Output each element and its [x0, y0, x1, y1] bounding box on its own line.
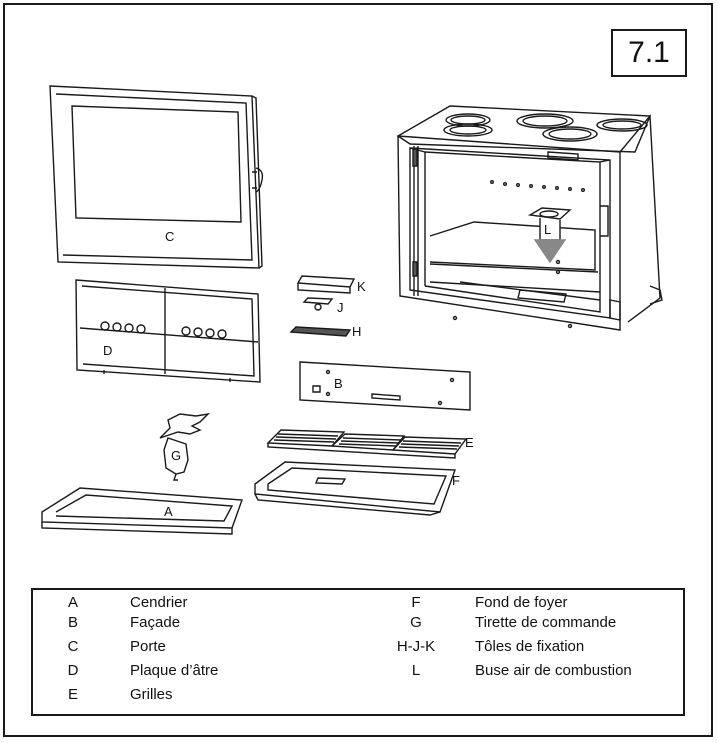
part-air-nozzle	[527, 207, 572, 264]
label-k: K	[357, 279, 366, 294]
part-front-panel	[299, 361, 471, 411]
part-hearth-back	[254, 461, 456, 516]
legend-key: D	[67, 662, 79, 679]
legend-key: A	[67, 594, 78, 611]
legend-text: Façade	[130, 614, 181, 631]
legend-text: Fond de foyer	[475, 594, 568, 611]
outer-frame	[3, 3, 713, 737]
legend-text: Porte	[130, 638, 166, 655]
part-control-rod	[159, 412, 211, 481]
label-c: C	[165, 229, 174, 244]
legend-key: B	[67, 614, 78, 631]
part-fixing-plates	[289, 275, 356, 337]
legend-key: H-J-K	[396, 638, 436, 655]
legend-text: Buse air de combustion	[475, 662, 632, 679]
legend-text: Cendrier	[130, 594, 188, 611]
part-ash-pan	[41, 487, 243, 535]
label-j: J	[337, 300, 344, 315]
part-firebox-body	[396, 105, 663, 331]
legend-key: E	[67, 686, 78, 703]
part-door	[49, 85, 264, 269]
label-b: B	[334, 376, 343, 391]
label-g: G	[171, 448, 181, 463]
legend-key: L	[411, 662, 421, 679]
legend-text: Plaque d’âtre	[130, 662, 219, 679]
label-l: L	[544, 222, 551, 237]
legend-text: Tirette de commande	[475, 614, 617, 631]
part-grates	[266, 429, 468, 459]
legend-key: C	[67, 638, 79, 655]
legend-key: F	[411, 594, 421, 611]
legend-key: G	[410, 614, 422, 631]
figure-number: 7.1	[611, 29, 687, 77]
legend-text: Grilles	[130, 686, 173, 703]
label-a: A	[164, 504, 173, 519]
legend-text: Tôles de fixation	[475, 638, 585, 655]
label-e: E	[465, 435, 474, 450]
down-arrow-icon	[533, 239, 567, 264]
label-d: D	[103, 343, 112, 358]
label-h: H	[352, 324, 361, 339]
label-f: F	[452, 473, 460, 488]
part-hearth-plate	[75, 279, 261, 383]
parts-legend: A Cendrier B Façade C Porte D Plaque d’â…	[31, 588, 685, 716]
